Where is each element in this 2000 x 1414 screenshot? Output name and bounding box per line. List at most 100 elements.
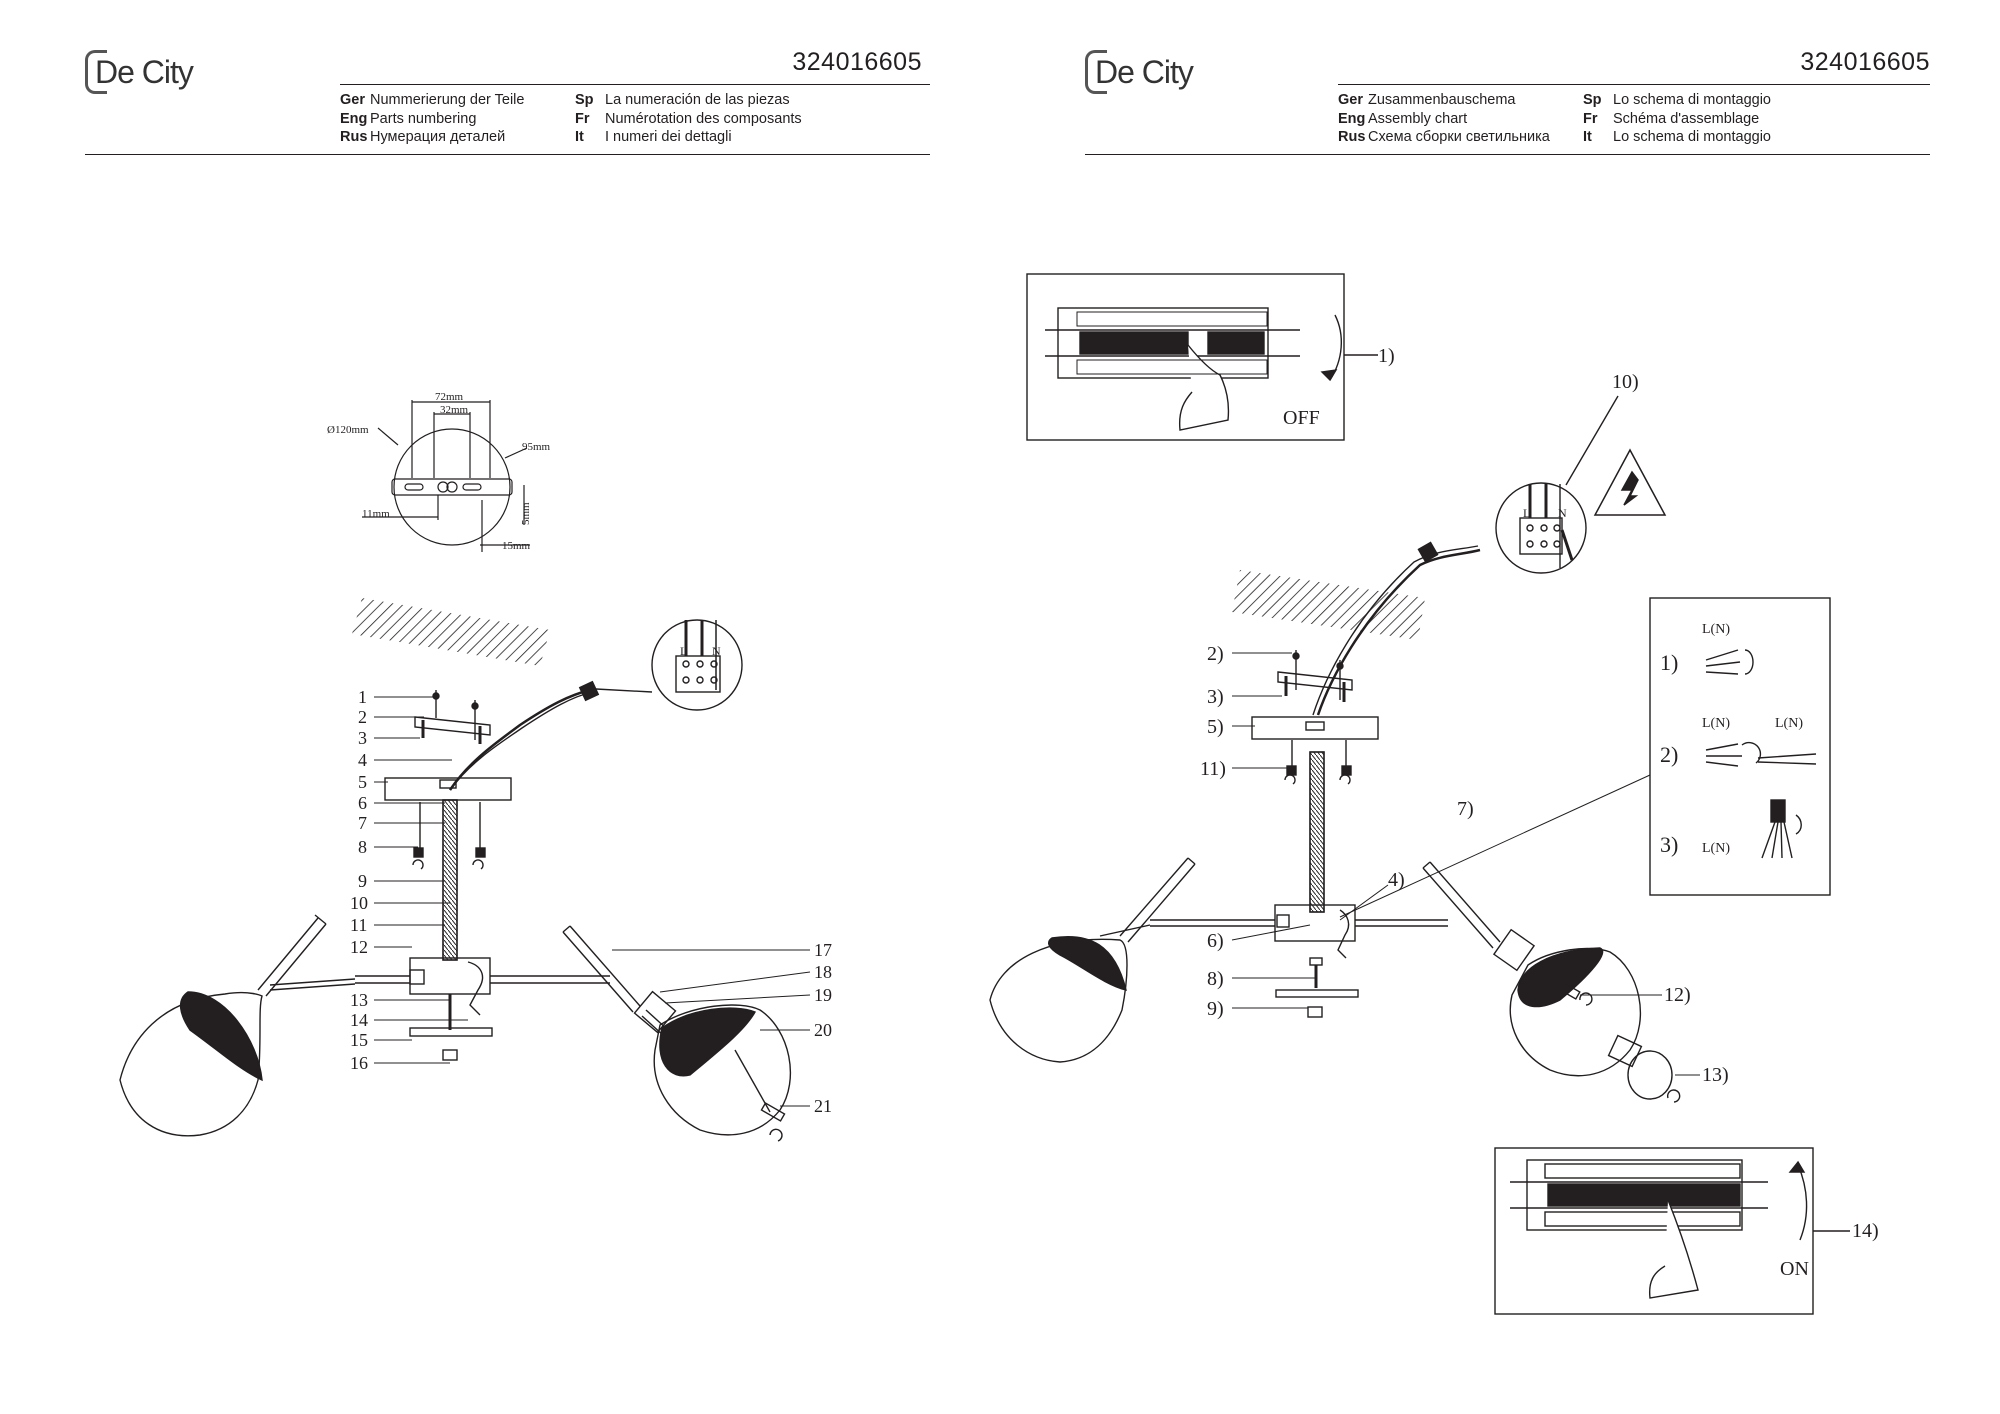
dimension-d32: 32mm xyxy=(440,404,469,416)
step-14-label: 14) xyxy=(1852,1220,1879,1242)
wiring-step-3: 3) xyxy=(1660,832,1678,857)
step-12-label: 12) xyxy=(1664,984,1691,1006)
terminal-detail xyxy=(1312,395,1619,716)
part-number-10: 10 xyxy=(350,893,368,913)
logo-bracket-icon xyxy=(1085,50,1107,94)
step-2-label: 2) xyxy=(1207,643,1224,665)
left-leader-lines xyxy=(374,696,811,1107)
switch-off-labels: 1) OFF xyxy=(1283,345,1395,429)
part-number-1: 1 xyxy=(358,687,367,707)
step-13-label: 13) xyxy=(1702,1064,1729,1086)
part-number-5: 5 xyxy=(358,772,367,792)
switch-on-text: ON xyxy=(1780,1258,1809,1280)
wiring-step-2: 2) xyxy=(1660,742,1678,767)
terminal-l: L xyxy=(1523,506,1530,520)
step-6-label: 6) xyxy=(1207,930,1224,952)
step-7-label: 7) xyxy=(1457,798,1474,820)
right-leader-lines xyxy=(1231,652,1700,1076)
wiring-ln-label: L(N) xyxy=(1775,716,1803,731)
part-number-15: 15 xyxy=(350,1030,368,1050)
part-number-7: 7 xyxy=(358,813,367,833)
part-number-20: 20 xyxy=(814,1020,832,1040)
step-9-label: 9) xyxy=(1207,998,1224,1020)
dimension-d95: 95mm xyxy=(522,441,551,453)
logo-text: De City xyxy=(1095,54,1194,90)
step-8-label: 8) xyxy=(1207,968,1224,990)
part-number-18: 18 xyxy=(814,962,832,982)
header-top-rule xyxy=(1338,84,1930,85)
brand-logo: De City xyxy=(1085,50,1205,102)
part-number-11: 11 xyxy=(350,915,367,935)
mounting-bracket-detail xyxy=(362,400,530,552)
wiring-step-1: 1) xyxy=(1660,650,1678,675)
wiring-methods-panel xyxy=(1649,597,1831,896)
part-number-13: 13 xyxy=(350,990,368,1010)
brand-logo: De City xyxy=(85,50,205,102)
step-5-label: 5) xyxy=(1207,716,1224,738)
wiring-panel-labels: 1) L(N) 2) L(N) L(N) 3) L(N) xyxy=(1660,622,1803,857)
part-number-3: 3 xyxy=(358,728,367,748)
right-step-numbers: 2) 3) 5) 11) 4) 6) 7) 8) 9) 12) 13) xyxy=(1200,643,1729,1086)
document-number: 324016605 xyxy=(1800,48,1930,76)
part-number-6: 6 xyxy=(358,793,367,813)
dimension-d72: 72mm xyxy=(435,391,464,403)
switch-on-labels: 14) ON xyxy=(1780,1220,1879,1280)
step-4-label: 4) xyxy=(1388,869,1405,891)
part-number-14: 14 xyxy=(350,1010,368,1030)
part-number-2: 2 xyxy=(358,707,367,727)
dimension-d11: 11mm xyxy=(362,508,390,520)
left-part-numbers: 1 2 3 4 5 6 7 8 9 10 11 12 13 14 15 16 1… xyxy=(350,687,832,1116)
switch-on-panel xyxy=(1494,1147,1850,1315)
terminal-n: N xyxy=(712,644,721,658)
dimension-labels: Ø120mm 72mm 32mm 95mm 11mm 5mm 15mm xyxy=(327,391,551,552)
part-number-12: 12 xyxy=(350,937,368,957)
right-terminal-labels: L N xyxy=(1523,506,1567,520)
header-bottom-rule xyxy=(85,154,930,155)
terminal-n: N xyxy=(1558,506,1567,520)
part-number-21: 21 xyxy=(814,1096,832,1116)
part-number-17: 17 xyxy=(814,940,832,960)
terminal-screws-top xyxy=(1076,311,1268,375)
ceiling-hatch xyxy=(352,598,550,666)
part-number-8: 8 xyxy=(358,837,367,857)
step-3-label: 3) xyxy=(1207,686,1224,708)
logo-bracket-icon xyxy=(85,50,107,94)
part-number-19: 19 xyxy=(814,985,832,1005)
terminal-l: L xyxy=(680,644,687,658)
header-top-rule xyxy=(340,84,930,85)
part-number-9: 9 xyxy=(358,871,367,891)
part-number-4: 4 xyxy=(358,750,367,770)
step-10-label: 10) xyxy=(1612,371,1639,393)
step-11-label: 11) xyxy=(1200,758,1226,780)
wiring-ln-label: L(N) xyxy=(1702,716,1730,731)
dimension-d5: 5mm xyxy=(520,502,532,525)
document-number: 324016605 xyxy=(792,48,922,76)
switch-off-text: OFF xyxy=(1283,407,1320,429)
wiring-ln-label: L(N) xyxy=(1702,622,1730,637)
chandelier-exploded xyxy=(119,619,792,1142)
left-terminal-labels: L N xyxy=(680,644,721,658)
ceiling-hatch xyxy=(1232,570,1425,640)
dimension-d15: 15mm xyxy=(502,540,531,552)
logo-text: De City xyxy=(95,54,194,90)
dimension-d120: Ø120mm xyxy=(327,424,369,436)
step-1-label: 1) xyxy=(1378,345,1395,367)
